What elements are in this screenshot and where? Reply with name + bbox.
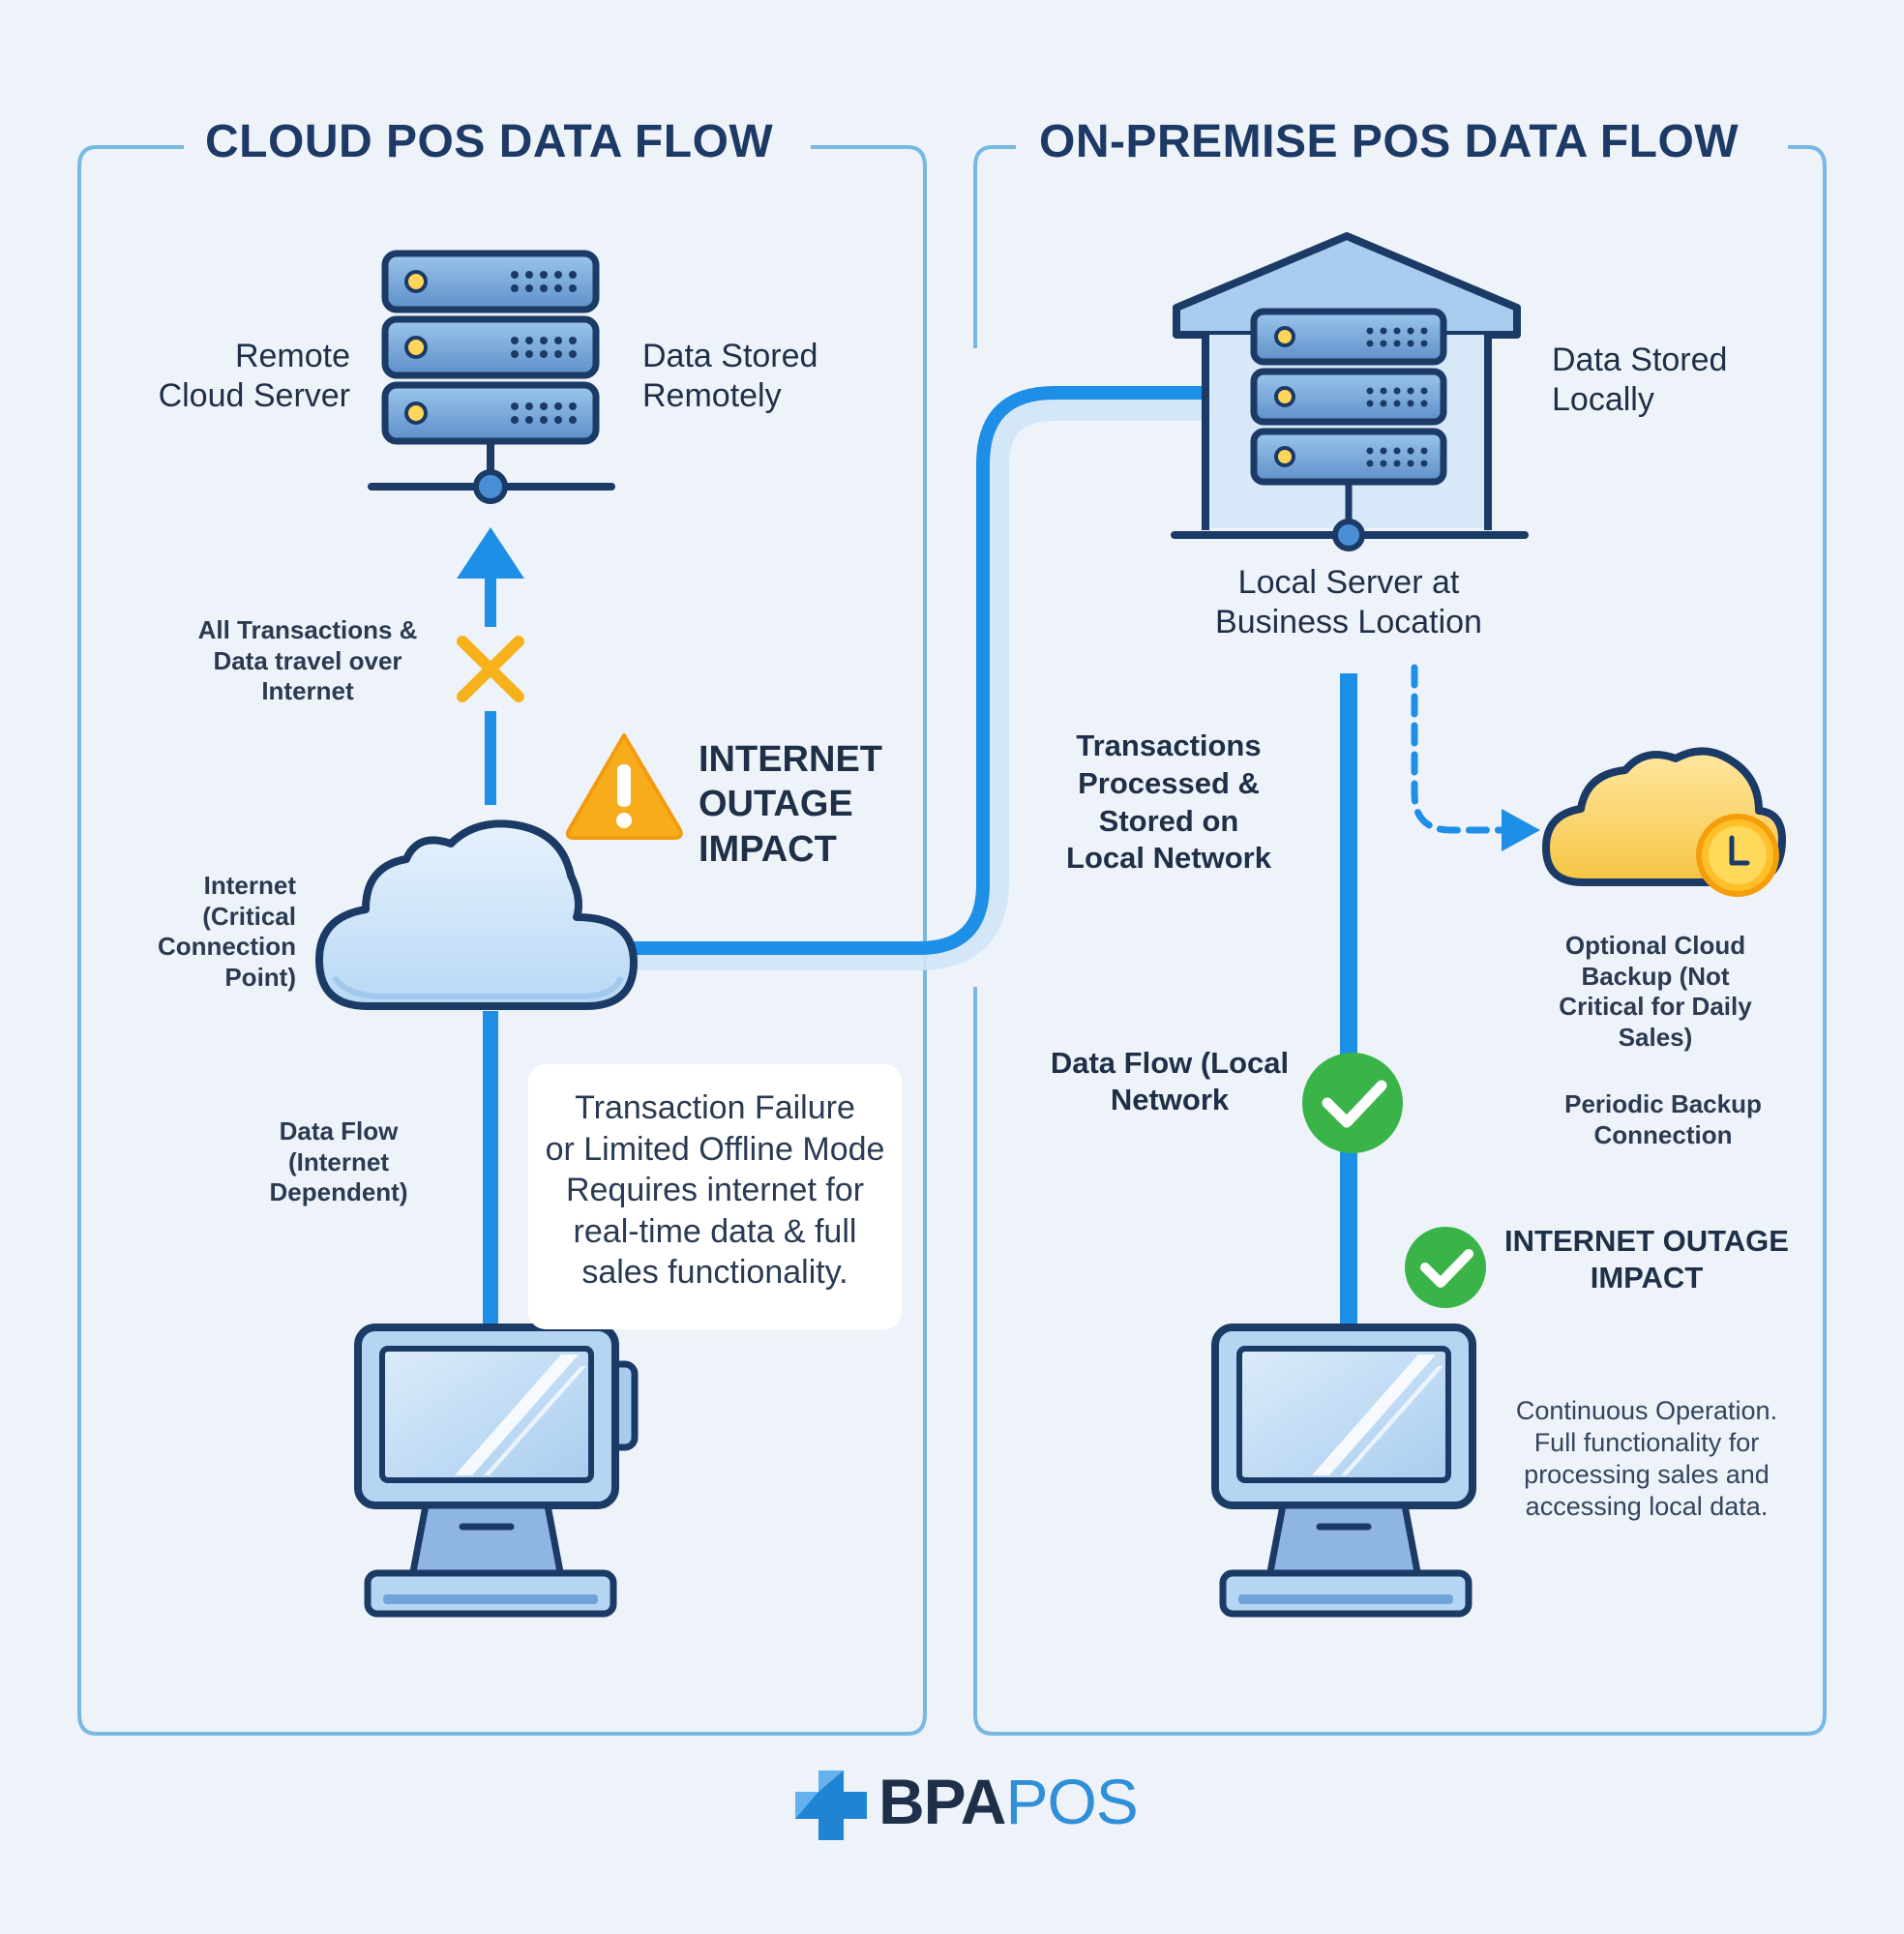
left-panel-title: CLOUD POS DATA FLOW	[205, 116, 774, 167]
brand-logo-text: BPAPOS	[878, 1765, 1139, 1838]
check-circle-icon	[1302, 1053, 1403, 1153]
warning-triangle-icon	[565, 733, 683, 840]
processing-label: Transactions Processed & Stored on Local…	[1066, 729, 1271, 876]
warehouse-server-icon	[1171, 232, 1529, 551]
transit-label: All Transactions & Data travel over Inte…	[197, 615, 418, 706]
plus-logo-icon	[795, 1770, 867, 1840]
failure-callout-text: Transaction Failure or Limited Offline M…	[545, 1089, 885, 1291]
local-storage-label: Data Stored Locally	[1552, 342, 1728, 419]
cloud-clock-icon	[1542, 747, 1786, 897]
pos-terminal-icon-right	[1211, 1324, 1476, 1618]
continuous-operation-label: Continuous Operation. Full functionality…	[1515, 1396, 1778, 1521]
left-flow-lines	[457, 527, 524, 1333]
pos-terminal-icon	[354, 1324, 639, 1618]
up-arrow-icon	[457, 527, 524, 579]
server-rack-icon	[368, 250, 615, 504]
outage-warning-label: INTERNET OUTAGE IMPACT	[699, 739, 882, 870]
failure-callout	[528, 1064, 902, 1329]
local-server-label: Local Server at Business Location	[1215, 564, 1482, 641]
backup-connection-label: Periodic Backup Connection	[1564, 1089, 1762, 1149]
left-panel-frame	[77, 145, 927, 1736]
brand-part1: BPA	[878, 1766, 1006, 1837]
brand-part2: POS	[1005, 1766, 1138, 1837]
internet-flow-label: Data Flow (Internet Dependent)	[269, 1116, 408, 1207]
check-circle-icon-2	[1405, 1227, 1486, 1308]
right-impact-label: INTERNET OUTAGE IMPACT	[1504, 1224, 1789, 1294]
local-flow-label: Data Flow (Local Network	[1050, 1046, 1290, 1116]
right-panel-frame	[973, 145, 1827, 1736]
remote-server-label: Remote Cloud Server	[158, 338, 350, 415]
backup-connection-line	[1411, 664, 1540, 851]
internet-label: Internet (Critical Connection Point)	[158, 871, 296, 993]
cloud-icon	[315, 819, 638, 1010]
right-panel-title: ON-PREMISE POS DATA FLOW	[1039, 116, 1740, 167]
x-mark-icon	[457, 636, 524, 702]
connection-line	[629, 386, 1209, 970]
backup-label: Optional Cloud Backup (Not Critical for …	[1559, 931, 1752, 1053]
remote-storage-label: Data Stored Remotely	[642, 338, 818, 415]
